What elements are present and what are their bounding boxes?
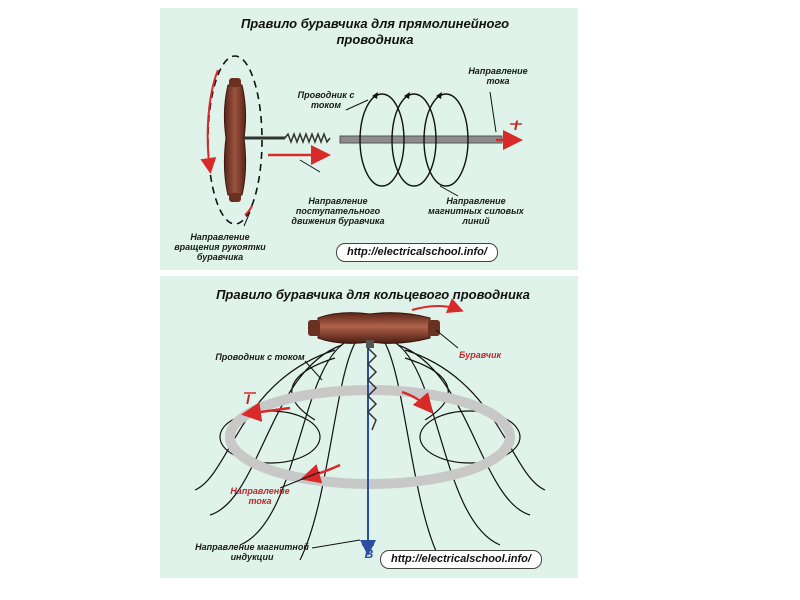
rotation-ellipse <box>200 55 263 225</box>
top-title-line1: Правило буравчика для прямолинейного <box>240 16 510 31</box>
url-badge-top[interactable]: http://electricalschool.info/ <box>336 243 498 262</box>
current-symbol-top: I <box>514 117 518 133</box>
bottom-title: Правило буравчика для кольцевого проводн… <box>216 287 530 302</box>
label-induction: Направление магнитной индукции <box>195 542 309 562</box>
ring-conductor <box>225 385 515 489</box>
current-symbol-bottom: I <box>246 391 250 407</box>
b-symbol: B <box>364 547 374 561</box>
current-arrow-bottom <box>241 402 291 422</box>
url-badge-bottom[interactable]: http://electricalschool.info/ <box>380 550 542 569</box>
label-rotation: Направление вращения рукоятки буравчика <box>174 232 266 262</box>
label-conductor-top: Проводник с током <box>297 90 355 110</box>
field-rings <box>359 93 469 187</box>
gimlet-handle-top <box>223 78 247 202</box>
label-current-direction-bottom: Направление тока <box>230 486 290 506</box>
ring-field-lines <box>194 337 546 561</box>
gimlet-handle-bottom <box>308 312 440 348</box>
label-gimlet: Буравчик <box>458 350 502 360</box>
label-field-lines: Направление магнитных силовых линий <box>428 196 524 226</box>
straight-conductor <box>339 135 503 144</box>
bottom-pointers <box>279 329 459 549</box>
label-translation: Направление поступательного движения бур… <box>291 196 385 226</box>
top-pointers <box>243 91 497 227</box>
top-title-line2: проводника <box>336 32 414 47</box>
ring-gimlet-screw <box>366 339 378 431</box>
label-conductor-bottom: Проводник с током <box>215 352 305 362</box>
label-current-direction-top: Направление тока <box>468 66 528 86</box>
gimlet-screw <box>284 131 331 145</box>
